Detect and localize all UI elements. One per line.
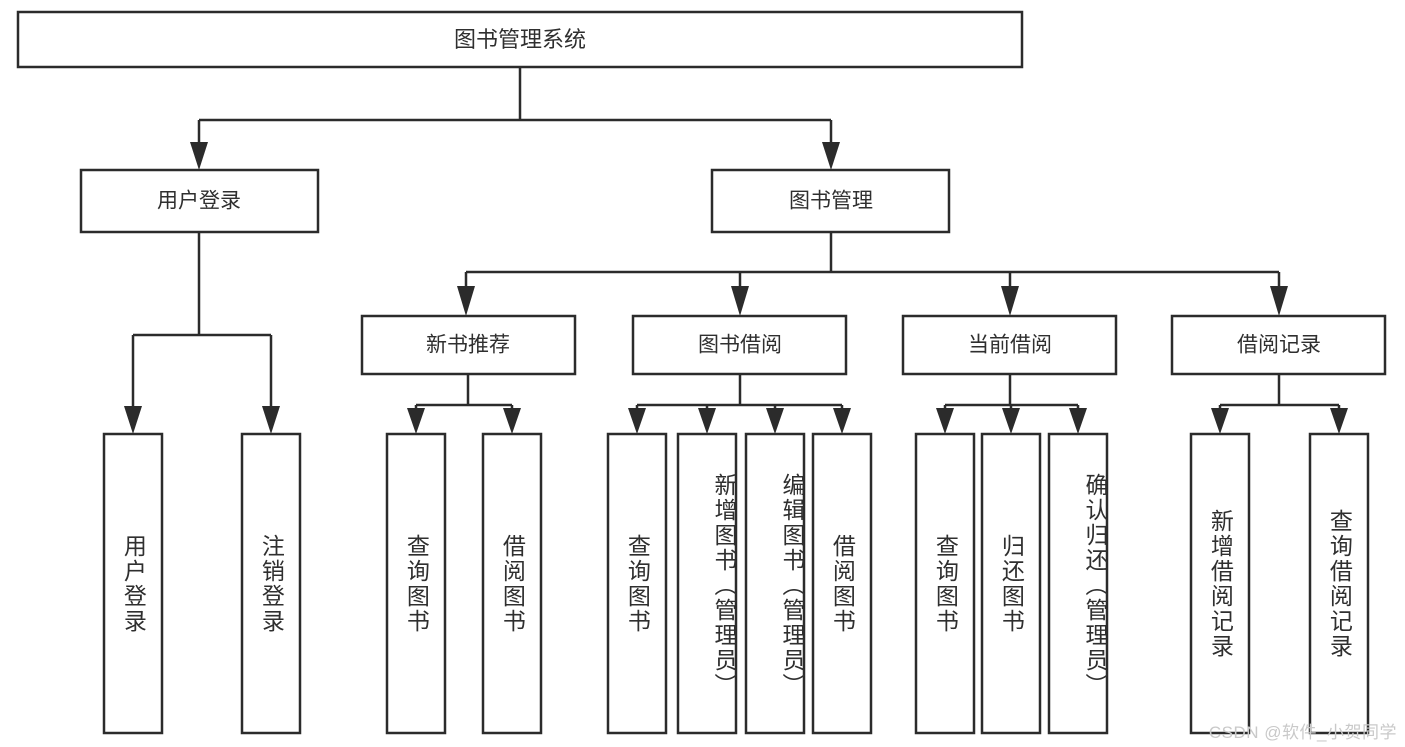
node-leaf-logout-login[interactable]: [240, 432, 302, 735]
arrow-head-new-book-recommend: [457, 286, 475, 316]
node-user-login-label: 用户登录: [157, 190, 241, 213]
arrow-head-book-manage: [822, 142, 840, 170]
node-leaf-query-book-2[interactable]: [606, 432, 668, 735]
node-root[interactable]: [16, 10, 1024, 69]
arrow-head-book-borrow: [731, 286, 749, 316]
csdn-watermark: CSDN @软件_小贺同学: [1208, 723, 1397, 742]
node-current-borrow[interactable]: [901, 314, 1118, 376]
node-book-manage-label: 图书管理: [789, 190, 873, 213]
node-leaf-query-record[interactable]: [1308, 432, 1370, 735]
arrow-head-leaf-query-book-1: [407, 408, 425, 434]
node-book-borrow-label: 图书借阅: [698, 334, 782, 357]
arrow-head-borrow-record: [1270, 286, 1288, 316]
node-root-label: 图书管理系统: [454, 27, 586, 52]
arrow-head-leaf-query-book-2: [628, 408, 646, 434]
arrow-head-leaf-query-book-3: [936, 408, 954, 434]
arrow-head-leaf-borrow-book-1: [503, 408, 521, 434]
node-leaf-query-book-3[interactable]: [914, 432, 976, 735]
arrow-head-leaf-return-book: [1002, 408, 1020, 434]
node-borrow-record[interactable]: [1170, 314, 1387, 376]
node-leaf-return-book[interactable]: [980, 432, 1042, 735]
node-leaf-borrow-book-2[interactable]: [811, 432, 873, 735]
node-layer: 图书管理系统 用户登录 图书管理 新书推荐 图书借阅 当前借阅 借阅记录: [16, 10, 1387, 735]
node-new-book-recommend[interactable]: [360, 314, 577, 376]
arrow-head-leaf-confirm-return: [1069, 408, 1087, 434]
arrow-head-leaf-user-login: [124, 406, 142, 434]
connector-layer: [124, 67, 1348, 434]
node-borrow-record-label: 借阅记录: [1237, 334, 1321, 357]
arrow-head-leaf-query-record: [1330, 408, 1348, 434]
node-leaf-add-record[interactable]: [1189, 432, 1251, 735]
node-book-manage[interactable]: [710, 168, 951, 234]
node-leaf-borrow-book-1[interactable]: [481, 432, 543, 735]
node-user-login[interactable]: [79, 168, 320, 234]
node-leaf-add-book[interactable]: [676, 432, 738, 735]
node-book-borrow[interactable]: [631, 314, 848, 376]
arrow-head-current-borrow: [1001, 286, 1019, 316]
arrow-head-leaf-logout-login: [262, 406, 280, 434]
node-current-borrow-label: 当前借阅: [968, 334, 1052, 357]
arrow-head-leaf-edit-book: [766, 408, 784, 434]
arrow-head-leaf-borrow-book-2: [833, 408, 851, 434]
arrow-head-user-login: [190, 142, 208, 170]
arrow-head-leaf-add-record: [1211, 408, 1229, 434]
node-leaf-edit-book[interactable]: [744, 432, 806, 735]
node-leaf-query-book-1[interactable]: [385, 432, 447, 735]
node-leaf-user-login[interactable]: [102, 432, 164, 735]
node-leaf-confirm-return[interactable]: [1047, 432, 1109, 735]
arrow-head-leaf-add-book: [698, 408, 716, 434]
node-new-book-recommend-label: 新书推荐: [426, 334, 510, 357]
